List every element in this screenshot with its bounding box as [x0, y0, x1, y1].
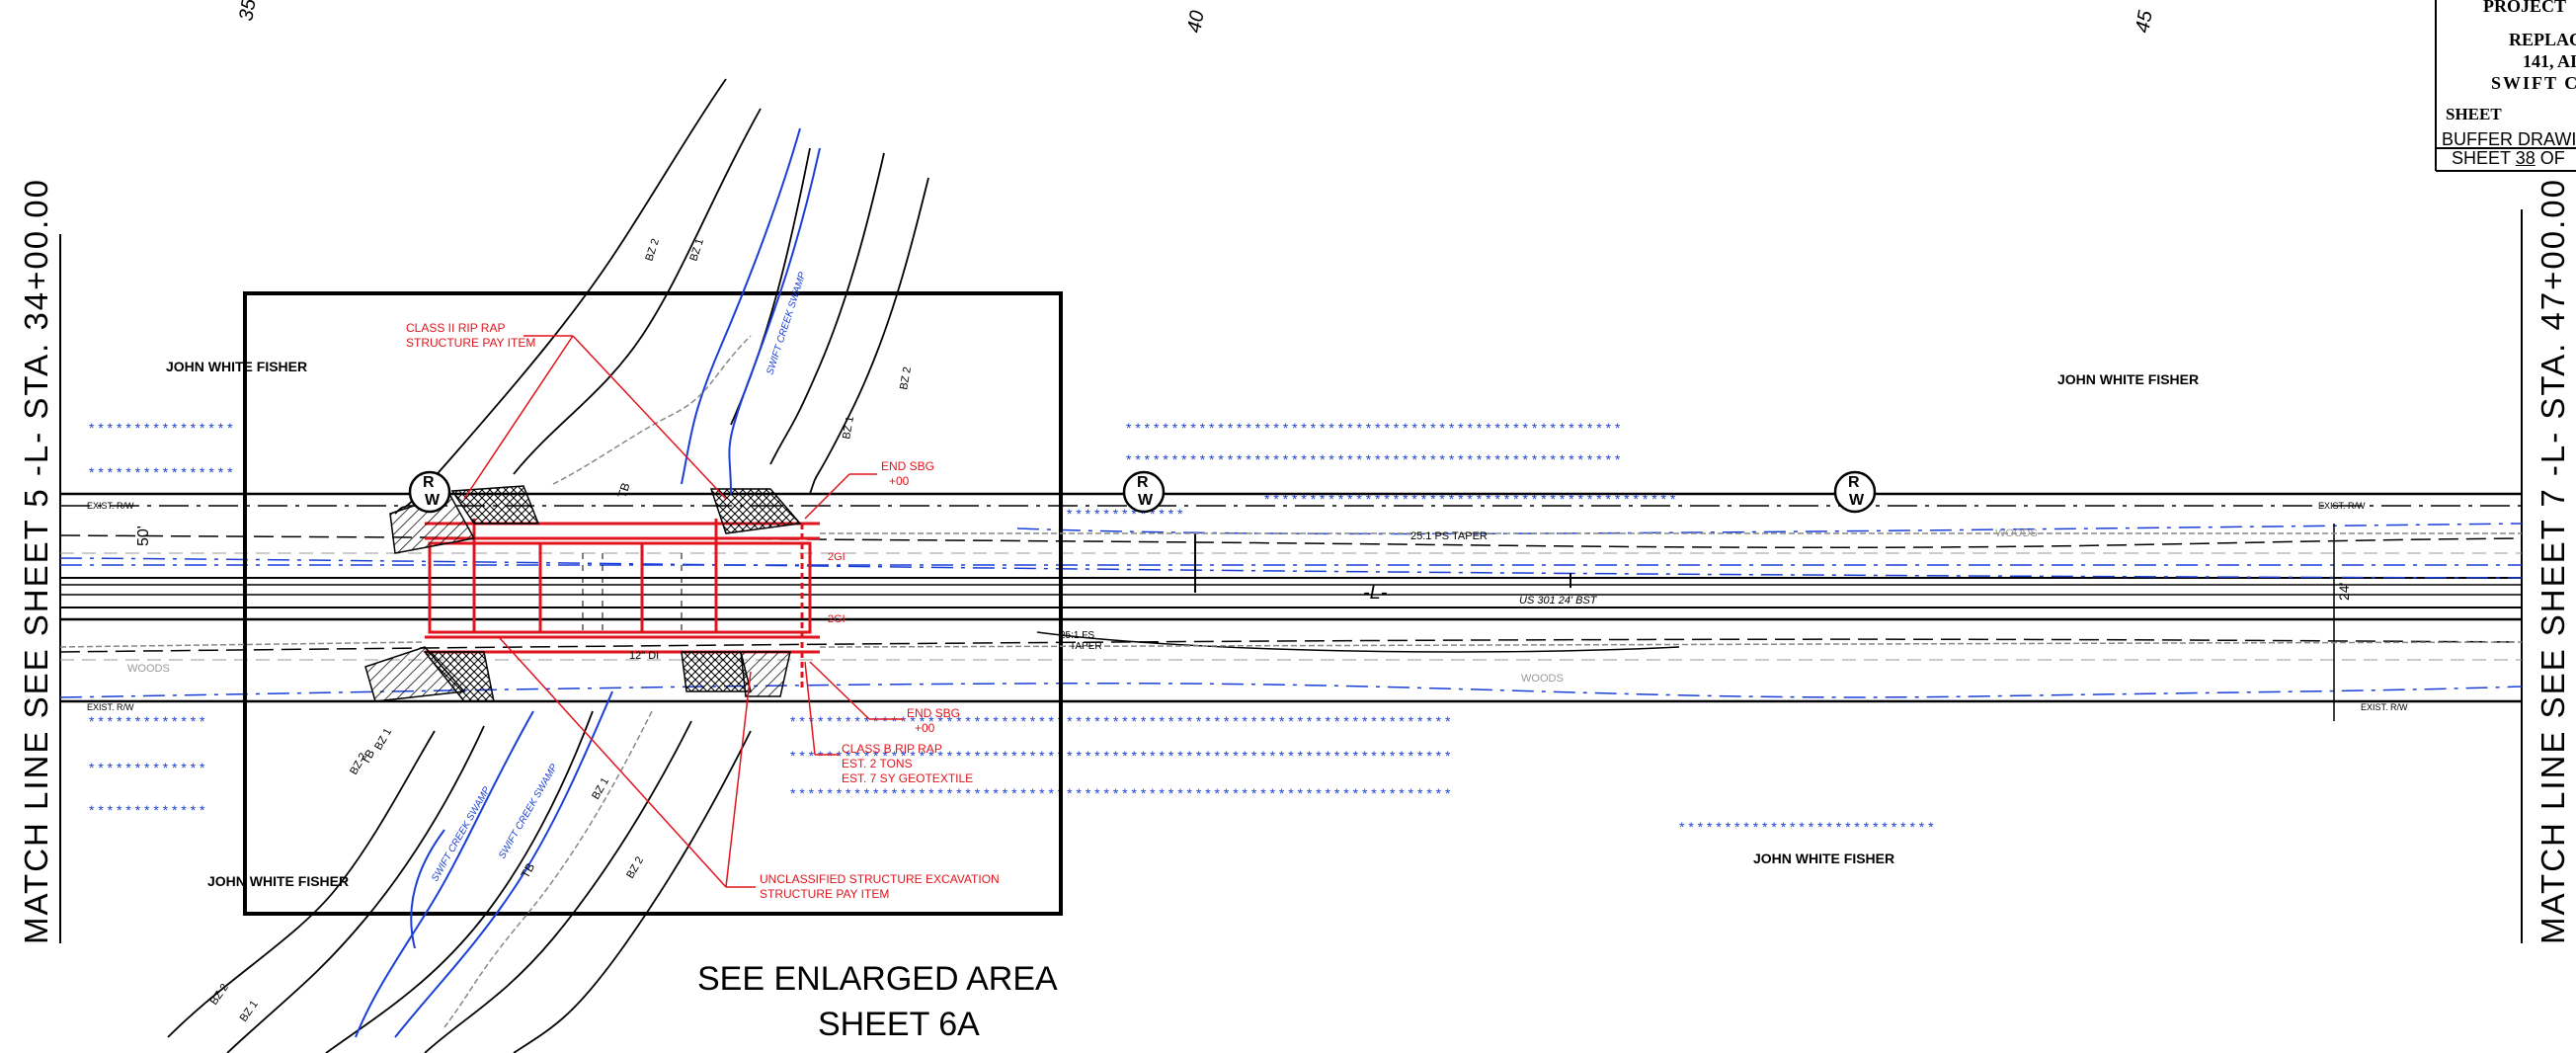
title-sheet-number: 38: [2515, 148, 2536, 168]
match-line-right-label: MATCH LINE SEE SHEET 7 -L- STA. 47+00.00: [2535, 178, 2571, 944]
bz1-label-5: BZ 1: [238, 999, 261, 1024]
callout-class-b-rip-rap: CLASS B RIP RAP EST. 2 TONS EST. 7 SY GE…: [804, 661, 973, 785]
callout-end-sbg-bottom: END SBG +00: [809, 661, 960, 735]
svg-text:EST. 2 TONS: EST. 2 TONS: [842, 757, 913, 770]
woods-label-3: WOODS: [1995, 527, 2038, 539]
tree-lines: [59, 335, 2523, 1028]
owner-label-nw: JOHN WHITE FISHER: [166, 359, 307, 374]
bz1-label-3: BZ 1: [372, 726, 394, 752]
exist-rw-label-se: EXIST. R/W: [2361, 702, 2408, 712]
see-enlarged-line1: SEE ENLARGED AREA: [697, 960, 1058, 998]
title-block: [2435, 0, 2576, 172]
svg-text:R: R: [1848, 474, 1860, 491]
svg-text:* * * * * * * * * *: * * * * * * * * * * * * * * * *: [89, 420, 233, 436]
taper-label-top: 25:1 PS TAPER: [1410, 530, 1488, 542]
title-sheet-label: SHEET: [2446, 105, 2502, 123]
title-sheet-prefix: SHEET: [2452, 148, 2511, 168]
tb-label-3: TB: [358, 747, 377, 767]
bz1-label-4: BZ 1: [590, 775, 611, 801]
see-enlarged-line2: SHEET 6A: [818, 1006, 980, 1043]
width-dim-label: 50': [135, 526, 152, 546]
svg-text:STRUCTURE PAY ITEM: STRUCTURE PAY ITEM: [406, 336, 535, 350]
title-project: PROJECT: [2483, 0, 2567, 16]
match-line-left-label: MATCH LINE SEE SHEET 5 -L- STA. 34+00.00: [18, 178, 54, 944]
owner-label-ne: JOHN WHITE FISHER: [2057, 371, 2199, 387]
svg-text:STRUCTURE PAY ITEM: STRUCTURE PAY ITEM: [760, 887, 889, 901]
svg-text:W: W: [425, 492, 441, 509]
svg-text:EST. 7 SY GEOTEXTILE: EST. 7 SY GEOTEXTILE: [842, 771, 973, 785]
enlarged-area-box: [243, 291, 1063, 916]
svg-text:W: W: [1138, 492, 1154, 509]
title-sheet-of: SHEET 38 OF: [2452, 148, 2565, 169]
di-pipe-label: 12" DI: [629, 650, 659, 662]
buffer-zone-lines: [167, 78, 929, 1053]
dim-24-label: 24': [2336, 583, 2352, 601]
svg-text:* * * * * * * * * *: * * * * * * * * * * * * * * * * * * * * …: [1126, 420, 1621, 436]
svg-text:CLASS II RIP RAP: CLASS II RIP RAP: [406, 321, 505, 335]
svg-text:CLASS B RIP RAP: CLASS B RIP RAP: [842, 742, 942, 756]
station-45: 45: [2132, 8, 2157, 35]
svg-text:* * * * * * * * * *: * * * * * * * * * * * * * * * * * * * * …: [1679, 819, 1934, 835]
svg-text:* * * * * * * * * *: * * * * * * * * * * * * *: [89, 802, 205, 818]
swift-creek: [355, 127, 821, 1038]
bz1-label-1: BZ 1: [687, 237, 706, 263]
bz2-label-1: BZ 2: [643, 237, 662, 263]
svg-text:+00: +00: [915, 721, 935, 735]
guardrail-label-bottom: 2GI: [828, 613, 845, 625]
rw-marker-3: R W: [1833, 470, 1877, 514]
callout-unclassified-excavation: UNCLASSIFIED STRUCTURE EXCAVATION STRUCT…: [498, 636, 1000, 901]
title-replace: REPLACE: [2509, 30, 2576, 49]
svg-text:UNCLASSIFIED STRUCTURE EXCAVAT: UNCLASSIFIED STRUCTURE EXCAVATION: [760, 872, 1000, 886]
wetland-symbols-south: * * * * * * * * * * * * * * * * * * * * …: [89, 713, 1934, 835]
svg-text:R: R: [1137, 474, 1149, 491]
guardrail-label-top: 2GI: [828, 551, 845, 563]
swamp-label-north: SWIFT CREEK SWAMP: [765, 271, 808, 376]
svg-text:* * * * * * * * * *: * * * * * * * * * * * * * * * * * * * * …: [790, 785, 1451, 801]
bz2-label-4: BZ 2: [624, 854, 646, 880]
svg-text:* * * * * * * * * *: * * * * * * * * * * * * *: [89, 713, 205, 729]
taper-label-bottom-2: TAPER: [1070, 641, 1102, 652]
title-line3: SWIFT CR: [2491, 73, 2576, 93]
callout-end-sbg-top: END SBG +00: [804, 459, 934, 520]
rw-marker-2: R W: [1122, 470, 1166, 514]
title-buffer-text: BUFFER DRAWI: [2442, 129, 2576, 149]
centerline-label: -L-: [1363, 582, 1388, 604]
wetland-boundary-lines: [59, 523, 2523, 698]
station-35: 35: [235, 0, 261, 23]
svg-text:R: R: [423, 474, 435, 491]
svg-text:+00: +00: [889, 474, 910, 488]
title-sheet-of-word: OF: [2539, 148, 2565, 168]
exist-rw-label-sw: EXIST. R/W: [87, 702, 134, 712]
svg-text:END SBG: END SBG: [881, 459, 934, 473]
exist-rw-label-ne: EXIST. R/W: [2318, 501, 2366, 511]
svg-text:* * * * * * * * * *: * * * * * * * * * * * * * * * * * * * * …: [790, 713, 1451, 729]
woods-label-2: WOODS: [1521, 673, 1564, 685]
bz1-label-2: BZ 1: [841, 416, 856, 441]
exist-rw-label-nw: EXIST. R/W: [87, 501, 134, 511]
tb-label-1: TB: [615, 481, 633, 500]
owner-label-se: JOHN WHITE FISHER: [1753, 850, 1894, 866]
title-line2: 141, AI: [2523, 51, 2576, 71]
bz2-label-2: BZ 2: [898, 366, 914, 391]
road-label: US 301 24' BST: [1519, 595, 1598, 607]
tb-label-2: TB: [518, 860, 537, 880]
svg-text:END SBG: END SBG: [907, 706, 960, 720]
station-40: 40: [1183, 9, 1209, 35]
swamp-label-south-2: SWIFT CREEK SWAMP: [497, 763, 560, 861]
taper-label-bottom-1: 25:1 FS: [1060, 630, 1094, 641]
svg-text:* * * * * * * * * *: * * * * * * * * * * * * * * * * * * * * …: [790, 748, 1451, 764]
rw-marker-1: R W: [408, 470, 451, 514]
svg-text:* * * * * * * * * *: * * * * * * * * * * * * * * * * * * * * …: [1126, 451, 1621, 467]
owner-label-sw: JOHN WHITE FISHER: [207, 873, 349, 889]
callout-class-ii-rip-rap: CLASS II RIP RAP STRUCTURE PAY ITEM: [406, 321, 727, 500]
title-buffer: BUFFER DRAWI: [2442, 129, 2576, 150]
svg-text:W: W: [1849, 492, 1865, 509]
svg-text:* * * * * * * * * *: * * * * * * * * * * * * *: [89, 760, 205, 775]
swamp-label-south-1: SWIFT CREEK SWAMP: [430, 785, 493, 884]
svg-text:* * * * * * * * * *: * * * * * * * * * * * * * * * *: [89, 464, 233, 480]
woods-label-1: WOODS: [127, 663, 170, 675]
svg-text:* * * * * * * * * *: * * * * * * * * * * * * *: [1067, 506, 1183, 522]
rip-rap-hatch: [364, 485, 802, 702]
